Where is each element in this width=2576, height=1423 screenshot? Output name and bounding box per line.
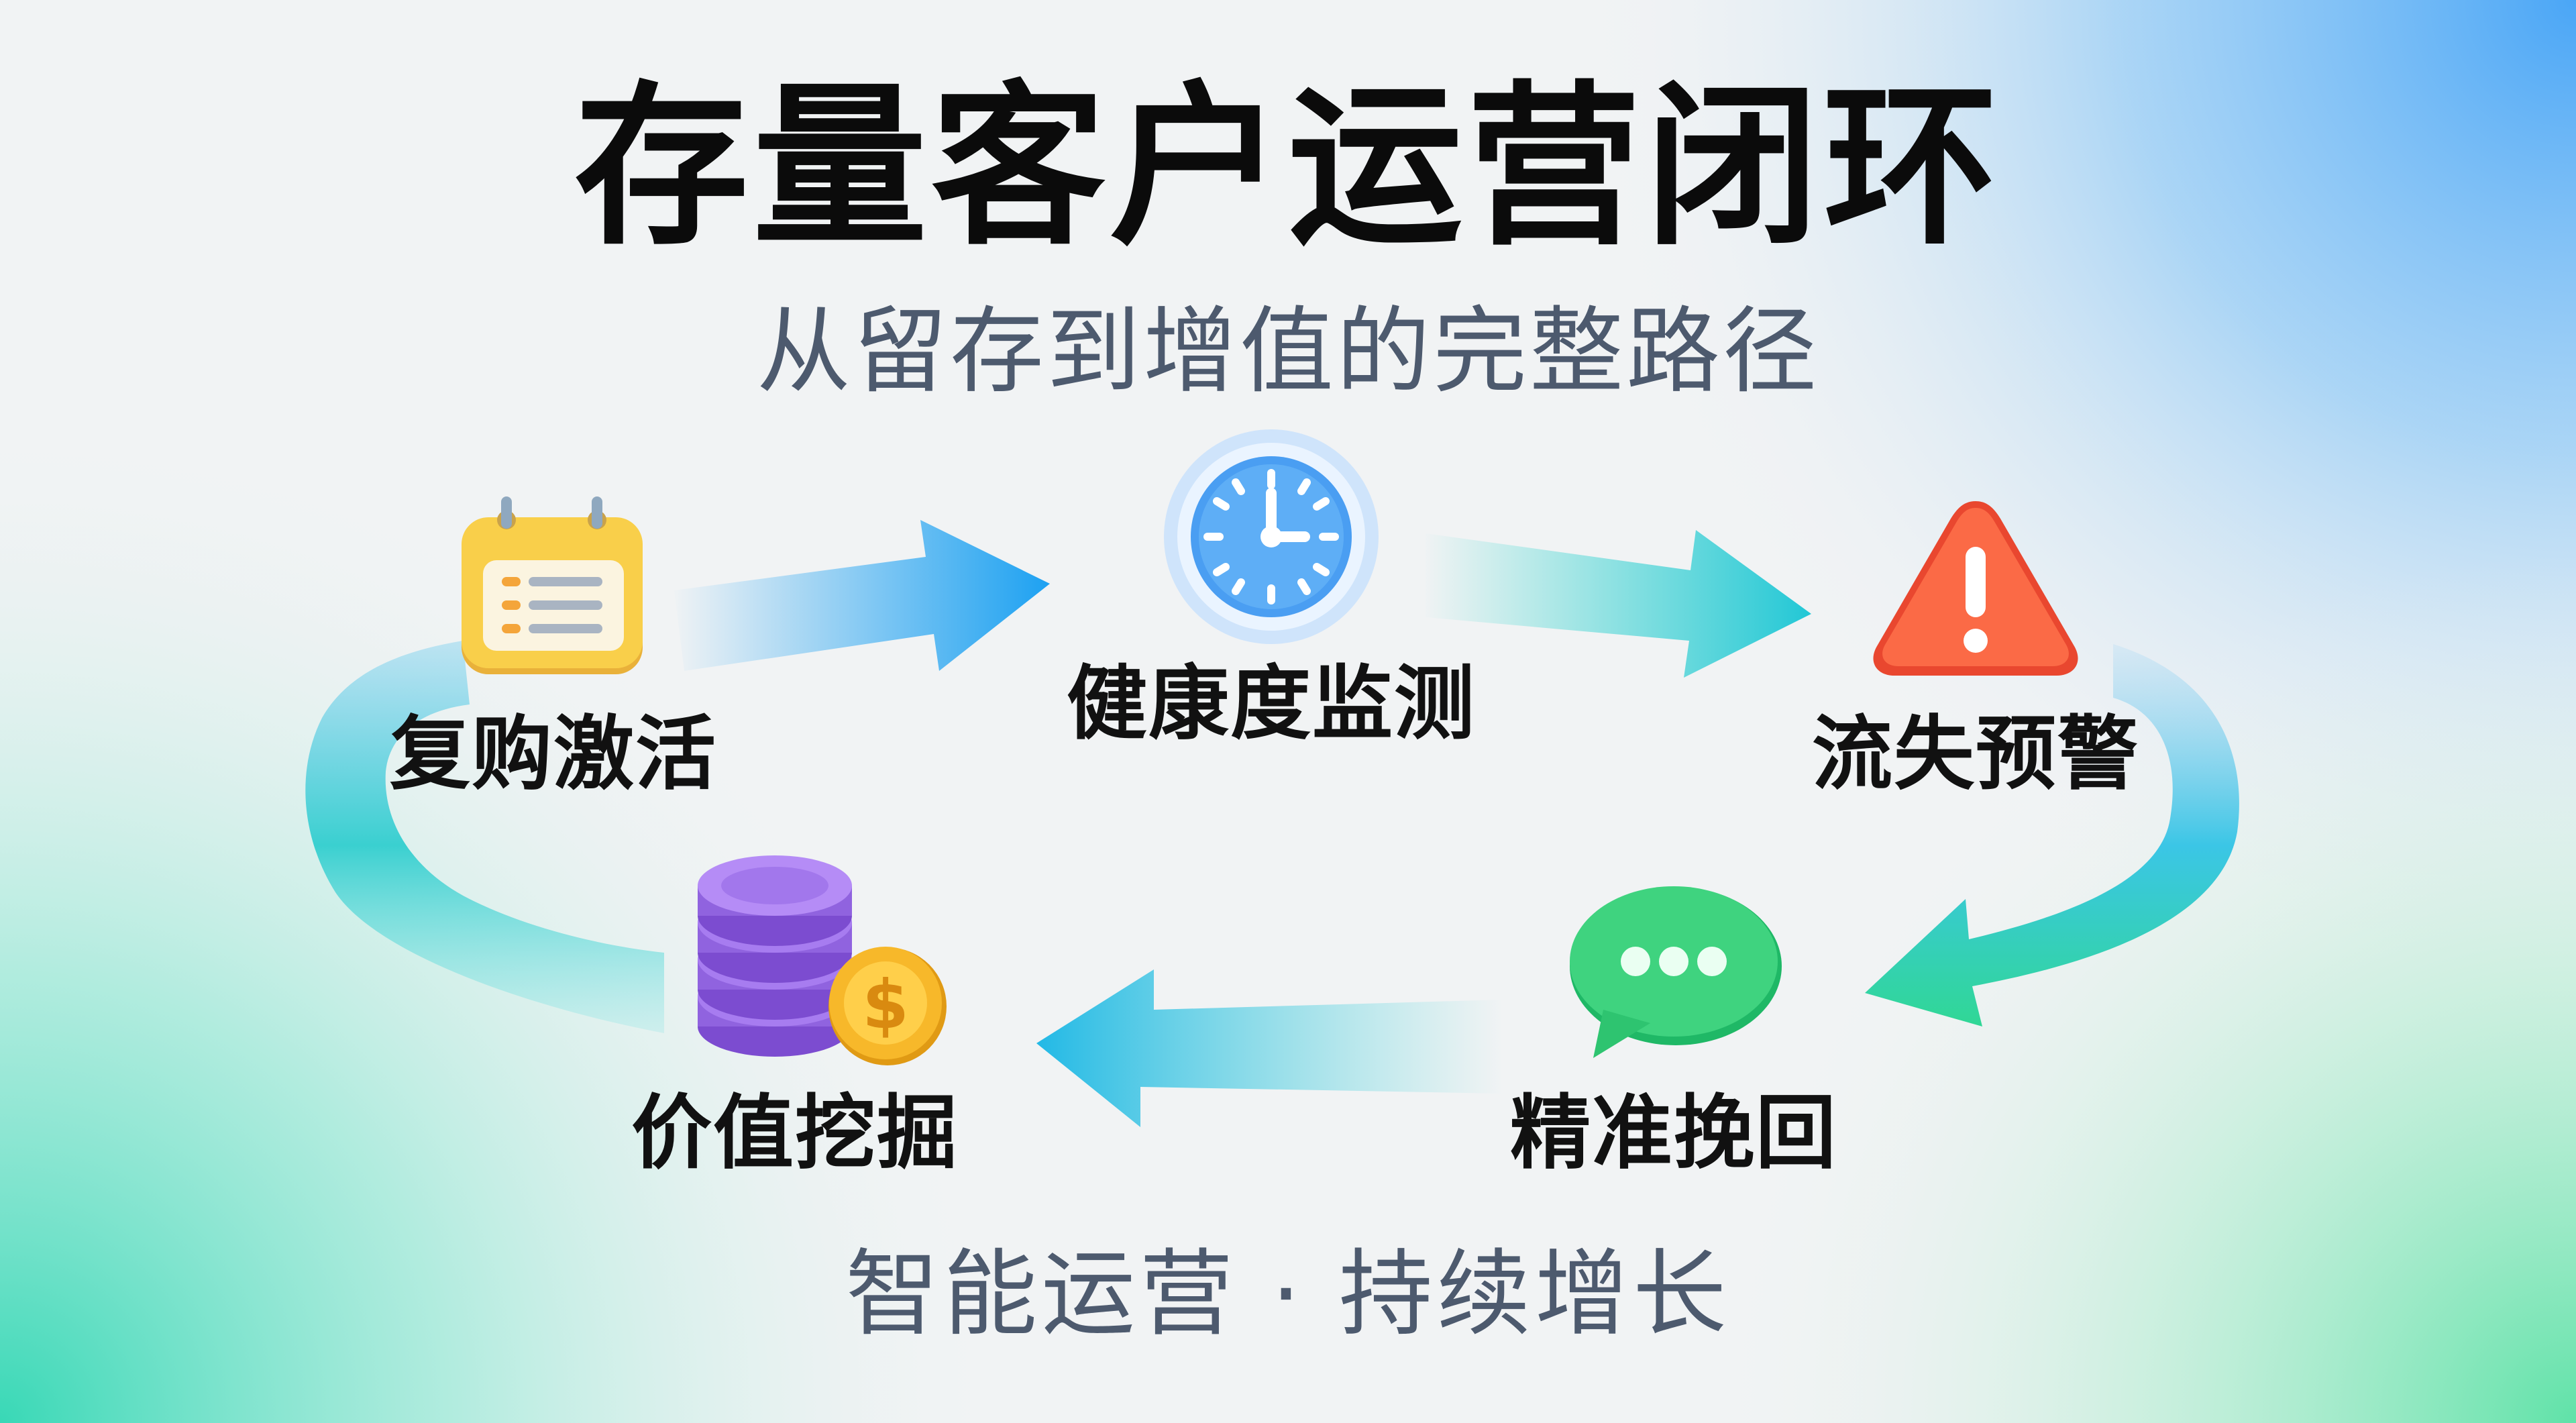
- clock-icon: [1164, 429, 1379, 644]
- warning-icon: [1873, 501, 2078, 676]
- arrow-warning-to-winback: [1865, 644, 2239, 1026]
- arrow-health-to-warning: [1426, 530, 1811, 678]
- step-label-health-monitor: 健康度监测: [1067, 657, 1476, 751]
- arrow-reactivate-to-health: [674, 520, 1050, 671]
- arrow-value-to-reactivate: [305, 641, 664, 1033]
- calendar-icon: [462, 496, 643, 674]
- step-label-reactivate: 复购激活: [390, 708, 717, 801]
- step-label-winback: 精准挽回: [1510, 1087, 1837, 1180]
- page-subtitle: 从留存到增值的完整路径: [756, 297, 1819, 407]
- page-footer: 智能运营 · 持续增长: [845, 1240, 1731, 1349]
- step-label-churn-warning: 流失预警: [1812, 708, 2139, 801]
- page-title: 存量客户运营闭环: [574, 66, 2002, 269]
- svg-text:$: $: [862, 965, 909, 1044]
- coins-stack-icon: $: [698, 855, 947, 1065]
- chat-bubble-icon: [1570, 886, 1782, 1058]
- arrow-winback-to-value: [1036, 969, 1503, 1127]
- step-label-value-mining: 价值挖掘: [631, 1087, 959, 1180]
